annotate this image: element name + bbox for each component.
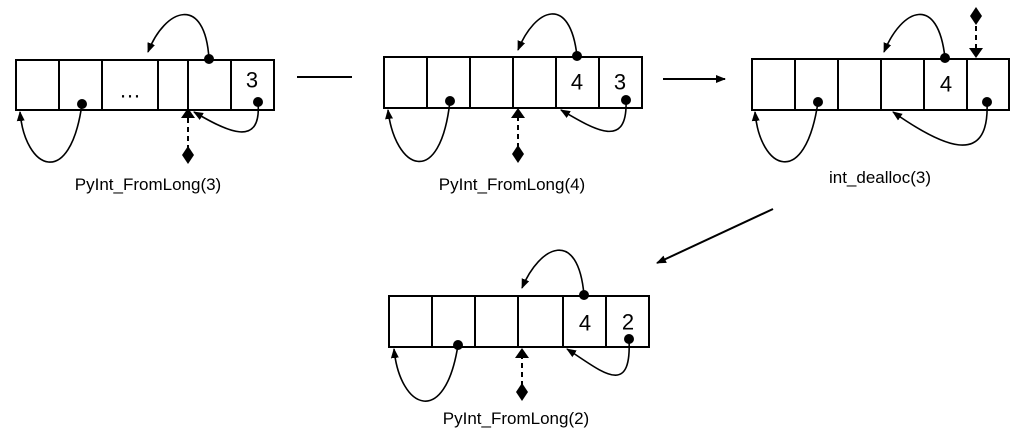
cell-4-6-text: 2 xyxy=(622,310,634,335)
cell-2-4 xyxy=(512,56,557,109)
cell-2-1 xyxy=(383,56,428,109)
cell-1-6 xyxy=(230,59,275,111)
link-arrow xyxy=(521,249,585,296)
link-arrow xyxy=(566,338,630,376)
cell-4-4 xyxy=(517,295,564,348)
panel-caption: PyInt_FromLong(2) xyxy=(443,409,589,428)
dot-icon xyxy=(982,97,992,107)
link-arrow xyxy=(517,13,578,57)
panel-step4: 4 2 PyInt_FromLong(2) xyxy=(388,249,650,428)
cell-4-2 xyxy=(431,295,476,348)
link-arrow xyxy=(390,344,459,402)
panel-caption: PyInt_FromLong(4) xyxy=(439,175,585,194)
link-arrow xyxy=(193,101,259,133)
cell-4-1 xyxy=(388,295,433,348)
link-arrow xyxy=(751,101,819,163)
free-pointer-arrowhead xyxy=(969,48,983,58)
link-arrow xyxy=(16,103,83,163)
diamond-pointer-icon xyxy=(970,7,982,25)
cell-3-5-text: 4 xyxy=(940,72,952,97)
flow-arrow xyxy=(656,208,774,264)
link-arrow xyxy=(385,100,451,163)
dot-icon xyxy=(579,290,589,300)
cell-2-3 xyxy=(469,56,514,109)
dot-icon xyxy=(445,96,455,106)
link-arrow xyxy=(560,99,627,133)
dot-icon xyxy=(624,334,634,344)
free-pointer-arrowhead xyxy=(515,348,529,358)
free-pointer-arrowhead xyxy=(181,108,195,118)
cell-4-5-text: 4 xyxy=(579,311,591,336)
cell-3-5 xyxy=(923,58,968,111)
cell-4-5 xyxy=(562,295,607,348)
dot-icon xyxy=(621,95,631,105)
cell-3-4 xyxy=(880,58,925,111)
cell-3-3 xyxy=(837,58,882,111)
link-arrow xyxy=(892,101,988,146)
diamond-pointer-icon xyxy=(512,145,524,163)
cell-1-6-text: 3 xyxy=(246,68,258,93)
panel-step2: 4 3 PyInt_FromLong(4) xyxy=(383,13,643,194)
dot-icon xyxy=(453,340,463,350)
panel-caption: PyInt_FromLong(3) xyxy=(75,175,221,194)
free-pointer-arrowhead xyxy=(511,108,525,118)
dot-icon xyxy=(572,51,582,61)
cell-2-6 xyxy=(598,56,643,109)
link-arrow xyxy=(883,13,946,59)
cell-3-1 xyxy=(751,58,796,111)
dot-icon xyxy=(813,97,823,107)
dot-icon xyxy=(253,97,263,107)
panel-caption: int_dealloc(3) xyxy=(829,168,931,187)
cell-1-4 xyxy=(157,59,189,111)
panel-step1: … 3 PyInt_FromLong(3) xyxy=(15,13,275,194)
cell-2-6-text: 3 xyxy=(614,70,626,95)
cell-4-3 xyxy=(474,295,519,348)
cell-1-5 xyxy=(187,59,232,111)
diamond-pointer-icon xyxy=(182,146,194,164)
link-arrow xyxy=(147,13,210,60)
panel-step3: 4 int_dealloc(3) xyxy=(751,7,1010,187)
diamond-pointer-icon xyxy=(516,383,528,401)
cell-1-3 xyxy=(101,59,159,111)
dot-icon xyxy=(77,99,87,109)
dot-icon xyxy=(940,53,950,63)
cell-2-5-text: 4 xyxy=(571,70,583,95)
cell-1-3-text: … xyxy=(119,78,141,103)
dot-icon xyxy=(204,54,214,64)
cell-1-1 xyxy=(15,59,60,111)
